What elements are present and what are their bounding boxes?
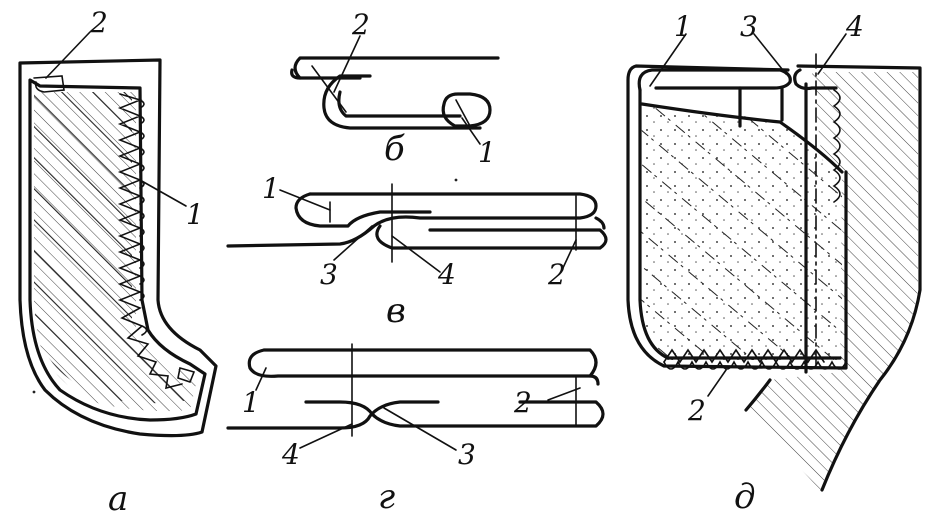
panel-d-edge-loops [832, 89, 841, 203]
panel-g-top-fabric [247, 348, 598, 378]
panel-v-leader-4 [391, 235, 441, 273]
panel-b-caption: б [384, 129, 405, 169]
stray-dot-2 [32, 390, 36, 394]
panel-v-label-1: 1 [262, 172, 280, 205]
panel-v-label-3: 3 [320, 258, 338, 291]
panel-a-label-1: 1 [186, 198, 204, 231]
panel-d-label-1: 1 [674, 10, 692, 43]
panel-g-leader-2 [547, 387, 581, 401]
panel-v-label-4: 4 [437, 258, 456, 291]
panel-v: 1 3 4 2 в [226, 172, 608, 331]
panel-g-label-3: 3 [458, 438, 476, 471]
panel-a: 2 1 а [18, 6, 218, 519]
panel-d-leader-2 [707, 369, 727, 397]
panel-a-label-2: 2 [89, 6, 108, 39]
panel-d-fold-right [793, 68, 838, 91]
panel-v-upper-roll [294, 192, 432, 228]
panel-v-leader-2 [561, 239, 577, 271]
panel-b-stitch-1 [455, 99, 471, 127]
panel-d-label-4: 4 [845, 10, 864, 43]
panel-g-lower-fold [304, 374, 605, 428]
panel-b-label-2: 2 [351, 8, 370, 41]
panel-d-left-hatch [640, 104, 842, 360]
panel-a-caption: а [108, 479, 128, 519]
panel-v-upper-fabric [226, 192, 598, 248]
panel-b: 2 1 б [290, 8, 500, 169]
panel-d-bottom-overlock [663, 360, 847, 370]
panel-d-caption: д [734, 477, 756, 517]
stray-dot-1 [454, 178, 458, 182]
panel-g-leader-4 [299, 423, 353, 449]
panel-d-bottom-zigzag [663, 348, 825, 364]
panel-v-label-2: 2 [547, 258, 566, 291]
panel-d-label-3: 3 [740, 10, 758, 43]
panel-b-inner-fold [337, 90, 462, 118]
panel-v-caption: в [386, 291, 406, 331]
panel-g-label-1: 1 [242, 386, 260, 419]
panel-d-label-2: 2 [687, 394, 706, 427]
panel-b-leader-2 [333, 35, 361, 93]
panel-d: 1 3 4 2 д [626, 10, 922, 517]
panel-d-strap [738, 82, 808, 374]
panel-g-label-4: 4 [281, 438, 300, 471]
panel-g: 1 2 4 3 г [226, 343, 605, 517]
panel-d-leader-4 [817, 33, 847, 75]
panel-d-left-outline [626, 64, 848, 370]
panel-v-leader-3 [333, 225, 373, 261]
panel-a-inner-fabric [28, 78, 207, 422]
panel-v-lower-fold [594, 216, 606, 230]
panel-d-leader-1 [649, 33, 687, 87]
panel-b-folded-fabric [290, 68, 482, 130]
panel-d-right-outline [744, 64, 922, 492]
panel-b-leader-1 [461, 117, 481, 145]
panel-g-leader-3 [383, 407, 457, 451]
panel-b-top-fabric [293, 56, 500, 80]
panel-a-leader-1 [139, 179, 187, 207]
panel-g-label-2: 2 [513, 386, 532, 419]
panel-b-stitch-2 [311, 65, 347, 113]
panel-v-leader-1 [279, 189, 331, 211]
panel-a-leader-2 [45, 31, 91, 79]
panel-v-lower-fabric [375, 224, 608, 250]
panel-g-caption: г [378, 477, 395, 517]
panel-d-leader-3 [753, 33, 787, 75]
panel-a-bottom-detail [177, 366, 196, 383]
panel-a-outer-fabric [18, 58, 218, 438]
panel-d-top-fold [637, 68, 792, 92]
panel-a-corner-seam [33, 75, 65, 93]
panel-a-hatch-bold [34, 92, 190, 404]
panel-b-label-1: 1 [478, 136, 496, 169]
panel-g-bottom-fabric [226, 400, 440, 430]
panel-a-stitch-loops [139, 99, 148, 336]
panel-a-overlock-stitch [117, 93, 183, 390]
panel-g-leader-1 [255, 367, 267, 391]
